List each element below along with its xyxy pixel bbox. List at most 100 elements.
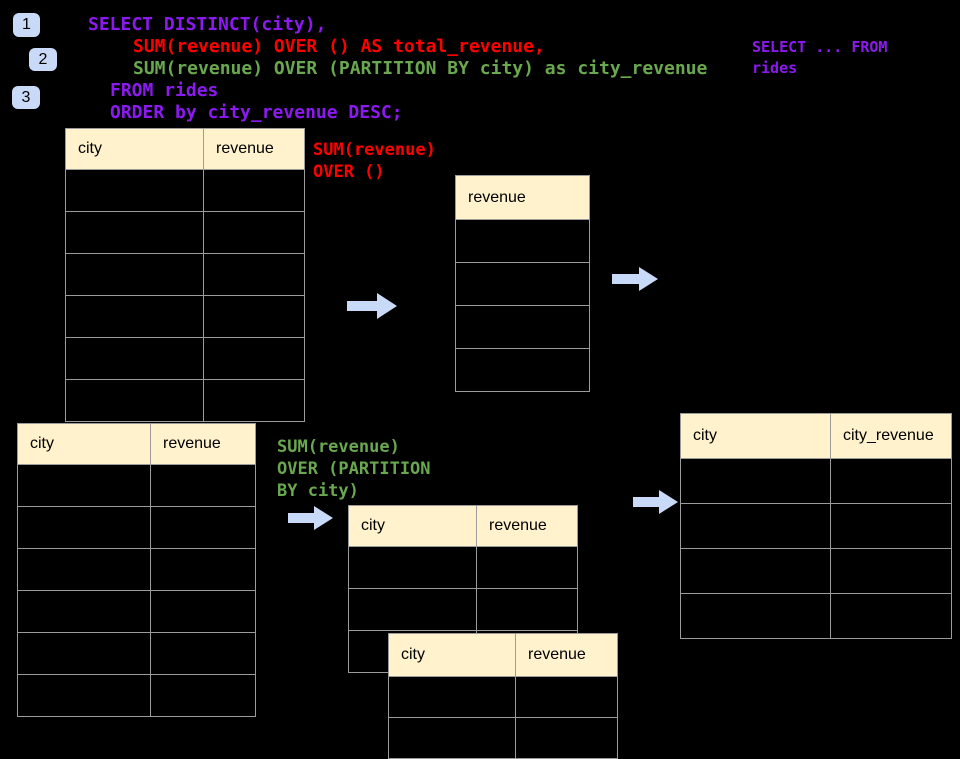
table-row <box>455 348 590 392</box>
empty-cell <box>17 464 151 507</box>
empty-cell <box>388 717 516 759</box>
column-header: city <box>348 505 477 547</box>
empty-cell <box>65 379 204 422</box>
sql-line-order-by: ORDER by city_revenue DESC; <box>110 102 403 123</box>
empty-cell <box>203 211 305 254</box>
table-row <box>65 379 305 422</box>
side-note-select-from: SELECT ... FROM <box>752 38 888 56</box>
arrow-right-icon <box>347 293 397 319</box>
table-row <box>17 590 256 633</box>
arrow-right-icon <box>612 267 658 291</box>
column-header: revenue <box>455 175 590 220</box>
table-row <box>680 503 952 549</box>
table-row <box>17 674 256 717</box>
empty-cell <box>388 676 516 718</box>
column-header: city <box>17 423 151 465</box>
empty-cell <box>203 295 305 338</box>
table-row <box>680 593 952 639</box>
empty-cell <box>203 253 305 296</box>
step-badge-3: 3 <box>12 86 40 109</box>
empty-cell <box>65 253 204 296</box>
empty-cell <box>65 211 204 254</box>
table-row <box>17 506 256 549</box>
column-header: revenue <box>515 633 618 677</box>
empty-cell <box>17 548 151 591</box>
empty-cell <box>17 590 151 633</box>
empty-cell <box>455 219 590 263</box>
table-row <box>17 632 256 675</box>
empty-cell <box>203 379 305 422</box>
empty-cell <box>515 717 618 759</box>
empty-cell <box>515 676 618 718</box>
column-header: city <box>680 413 831 459</box>
sql-line-select: SELECT DISTINCT(city), <box>88 14 327 35</box>
empty-cell <box>680 593 831 639</box>
column-header: city_revenue <box>830 413 952 459</box>
table-row <box>388 717 618 759</box>
partition-annotation-line-1: SUM(revenue) <box>277 437 400 457</box>
total-annotation-line-2: OVER () <box>313 162 385 182</box>
empty-cell <box>17 632 151 675</box>
column-header: revenue <box>476 505 578 547</box>
empty-cell <box>17 506 151 549</box>
empty-cell <box>203 337 305 380</box>
empty-cell <box>680 458 831 504</box>
empty-cell <box>830 593 952 639</box>
sql-line-total-revenue: SUM(revenue) OVER () AS total_revenue, <box>133 36 545 57</box>
partition-annotation-line-3: BY city) <box>277 481 359 501</box>
table-row <box>455 305 590 349</box>
empty-cell <box>65 169 204 212</box>
table-row <box>65 211 305 254</box>
table-header-row: revenue <box>455 175 590 220</box>
empty-cell <box>150 506 256 549</box>
sql-line-city-revenue: SUM(revenue) OVER (PARTITION BY city) as… <box>133 58 708 79</box>
empty-cell <box>455 348 590 392</box>
empty-cell <box>830 548 952 594</box>
empty-cell <box>17 674 151 717</box>
empty-cell <box>150 674 256 717</box>
empty-cell <box>203 169 305 212</box>
total-annotation-line-1: SUM(revenue) <box>313 140 436 160</box>
table-row <box>65 295 305 338</box>
table-row <box>455 262 590 306</box>
column-header: city <box>388 633 516 677</box>
empty-cell <box>476 546 578 589</box>
empty-cell <box>476 588 578 631</box>
side-note-rides: rides <box>752 59 798 77</box>
empty-cell <box>830 503 952 549</box>
table-row <box>65 337 305 380</box>
empty-cell <box>150 464 256 507</box>
empty-cell <box>150 590 256 633</box>
table-row <box>455 219 590 263</box>
column-header: revenue <box>203 128 305 170</box>
arrow-right-icon <box>633 490 678 514</box>
table-row <box>680 548 952 594</box>
empty-cell <box>65 295 204 338</box>
table-row <box>348 546 578 589</box>
partition-annotation-line-2: OVER (PARTITION <box>277 459 431 479</box>
total-revenue-result-table: revenue <box>455 175 590 392</box>
step-badge-1: 1 <box>13 13 40 37</box>
sql-line-from: FROM rides <box>110 80 219 101</box>
column-header: city <box>65 128 204 170</box>
table-row <box>388 676 618 718</box>
table-row <box>65 253 305 296</box>
empty-cell <box>830 458 952 504</box>
table-row <box>65 169 305 212</box>
empty-cell <box>348 588 477 631</box>
table-row <box>348 588 578 631</box>
empty-cell <box>455 305 590 349</box>
empty-cell <box>680 548 831 594</box>
empty-cell <box>150 632 256 675</box>
step-badge-2: 2 <box>29 48 57 71</box>
empty-cell <box>348 546 477 589</box>
table-row <box>17 464 256 507</box>
